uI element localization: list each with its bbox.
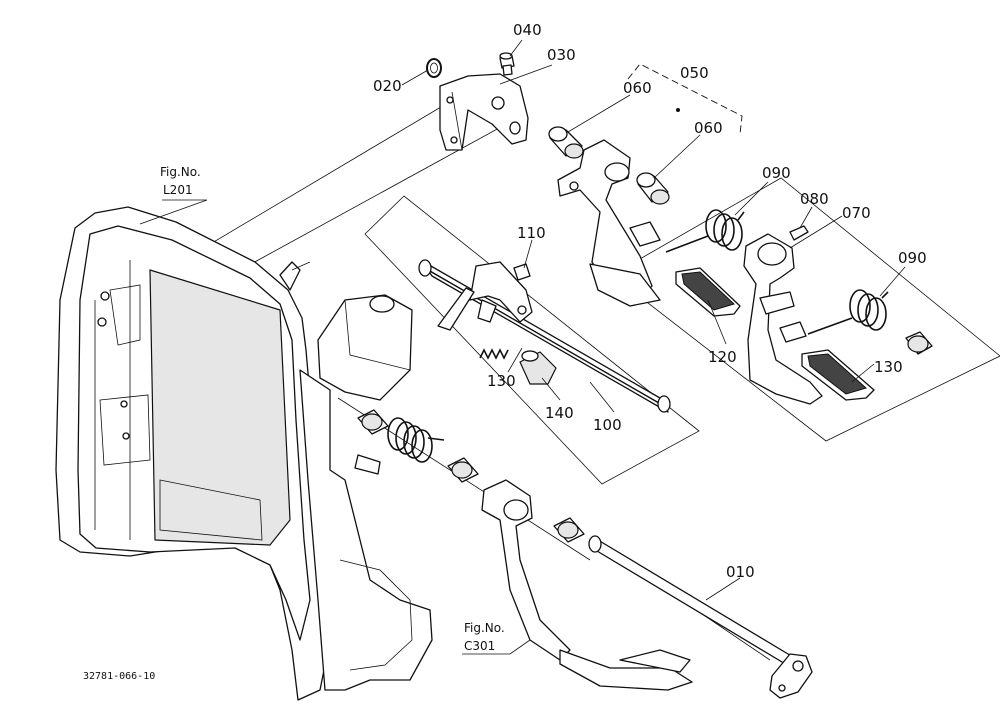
fig-ref-c301-number: C301 — [464, 639, 495, 653]
callout-120: 130 — [487, 372, 516, 390]
leader-130b — [851, 363, 875, 383]
part-040-grease-nipple — [499, 52, 515, 76]
lower-bushing-b — [447, 457, 479, 483]
callout-090b: 090 — [898, 249, 927, 267]
callout-010: 010 — [726, 563, 755, 581]
part-010-shaft — [588, 535, 813, 699]
main-frame — [55, 206, 433, 701]
lower-spring — [387, 417, 445, 463]
callout-110: 110 — [517, 224, 546, 242]
callout-060a: 060 — [623, 79, 652, 97]
fig-ref-c301-title: Fig.No. — [464, 621, 505, 635]
part-090-spring-b — [807, 289, 889, 335]
part-050-pedal-arm — [557, 139, 661, 307]
callout-140: 140 — [545, 404, 574, 422]
leader-120 — [507, 347, 523, 373]
callout-080: 080 — [800, 190, 829, 208]
part-130-pedal-pad-a — [675, 267, 741, 317]
leader-090b — [879, 266, 906, 297]
part-140-knob — [519, 350, 557, 385]
lower-bushing-c — [553, 517, 585, 543]
callout-130b: 130 — [874, 358, 903, 376]
part-080-pin — [789, 225, 809, 241]
leader-130a — [707, 299, 727, 345]
leader-030 — [499, 64, 553, 85]
fig-ref-l201-number: L201 — [163, 183, 193, 197]
leader-110 — [523, 239, 533, 269]
fig-ref-l201-title: Fig.No. — [160, 165, 201, 179]
part-130-pedal-pad-b — [801, 349, 875, 401]
leader-020 — [401, 69, 429, 86]
part-020-snap-ring — [426, 58, 442, 78]
part-090-spring-a — [665, 209, 745, 253]
callout-070: 070 — [842, 204, 871, 222]
leader-010 — [705, 577, 741, 601]
leader-060b — [653, 134, 701, 179]
part-030-bracket — [439, 73, 529, 151]
callout-020: 020 — [373, 77, 402, 95]
part-120-spring — [479, 348, 509, 360]
leader-080 — [799, 206, 813, 229]
callout-050: 050 — [680, 64, 709, 82]
lower-bushing-a — [357, 409, 389, 435]
part-060-bushing-b — [636, 172, 670, 205]
right-bushing — [905, 331, 933, 355]
shaft-assembly-box — [364, 195, 700, 485]
part-110-lever — [437, 261, 533, 331]
drawing-code: 32781-066-10 — [83, 671, 155, 682]
callout-130a: 120 — [708, 348, 737, 366]
callout-100: 100 — [593, 416, 622, 434]
leader-040 — [509, 39, 523, 57]
leader-140 — [541, 377, 561, 401]
ref-line-bracket — [179, 103, 447, 263]
callout-060b: 060 — [694, 119, 723, 137]
part-070-pedal-arm — [743, 233, 823, 405]
leader-090a — [734, 181, 769, 216]
leader-fig-c301 — [462, 639, 531, 655]
leader-100 — [589, 381, 615, 413]
group-050-dot — [676, 108, 680, 112]
leader-060a — [567, 94, 631, 133]
part-060-bushing-a — [548, 126, 584, 159]
lower-pedal-arm — [481, 479, 693, 691]
leader-fig-l201 — [139, 199, 208, 225]
callout-040: 040 — [513, 21, 542, 39]
callout-030: 030 — [547, 46, 576, 64]
leader-070 — [789, 215, 843, 249]
callout-090a: 090 — [762, 164, 791, 182]
pedal-assembly-box — [611, 177, 1000, 442]
